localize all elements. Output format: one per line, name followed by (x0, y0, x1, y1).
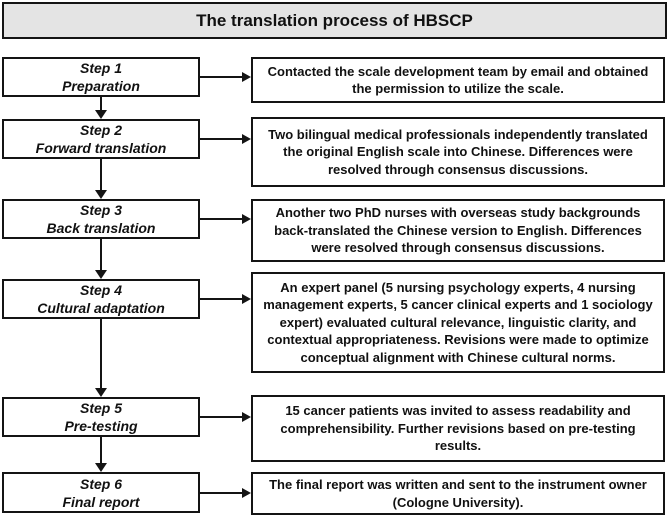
description-box-1: Contacted the scale development team by … (251, 57, 665, 103)
step-box-2: Step 2 Forward translation (2, 119, 200, 159)
step-box-3: Step 3 Back translation (2, 199, 200, 239)
description-box-2: Two bilingual medical professionals inde… (251, 117, 665, 187)
description-box-5: 15 cancer patients was invited to assess… (251, 395, 665, 462)
arrow-right-icon (200, 488, 251, 498)
arrow-right-icon (200, 134, 251, 144)
description-box-4: An expert panel (5 nursing psychology ex… (251, 272, 665, 373)
arrow-down-icon (95, 159, 107, 199)
arrow-right-icon (200, 412, 251, 422)
step-label: Step 1 (79, 60, 122, 76)
arrow-down-icon (95, 437, 107, 472)
step-name: Forward translation (35, 140, 167, 156)
step-label: Step 4 (79, 282, 122, 298)
step-label: Step 6 (79, 475, 122, 492)
description-box-6: The final report was written and sent to… (251, 472, 665, 515)
arrow-right-icon (200, 294, 251, 304)
step-box-6: Step 6 Final report (2, 472, 200, 513)
step-name: Preparation (62, 78, 140, 94)
description-box-3: Another two PhD nurses with overseas stu… (251, 199, 665, 262)
step-label: Step 2 (79, 122, 122, 138)
step-name: Back translation (46, 220, 156, 236)
step-label: Step 5 (79, 400, 122, 416)
chart-title: The translation process of HBSCP (2, 2, 667, 39)
step-box-1: Step 1 Preparation (2, 57, 200, 97)
step-name: Final report (62, 493, 140, 510)
step-name: Cultural adaptation (37, 300, 165, 316)
step-label: Step 3 (79, 202, 122, 218)
step-box-5: Step 5 Pre-testing (2, 397, 200, 437)
arrow-down-icon (95, 319, 107, 397)
arrow-down-icon (95, 239, 107, 279)
arrow-right-icon (200, 214, 251, 224)
arrow-right-icon (200, 72, 251, 82)
arrow-down-icon (95, 97, 107, 119)
step-name: Pre-testing (64, 418, 138, 434)
step-box-4: Step 4 Cultural adaptation (2, 279, 200, 319)
